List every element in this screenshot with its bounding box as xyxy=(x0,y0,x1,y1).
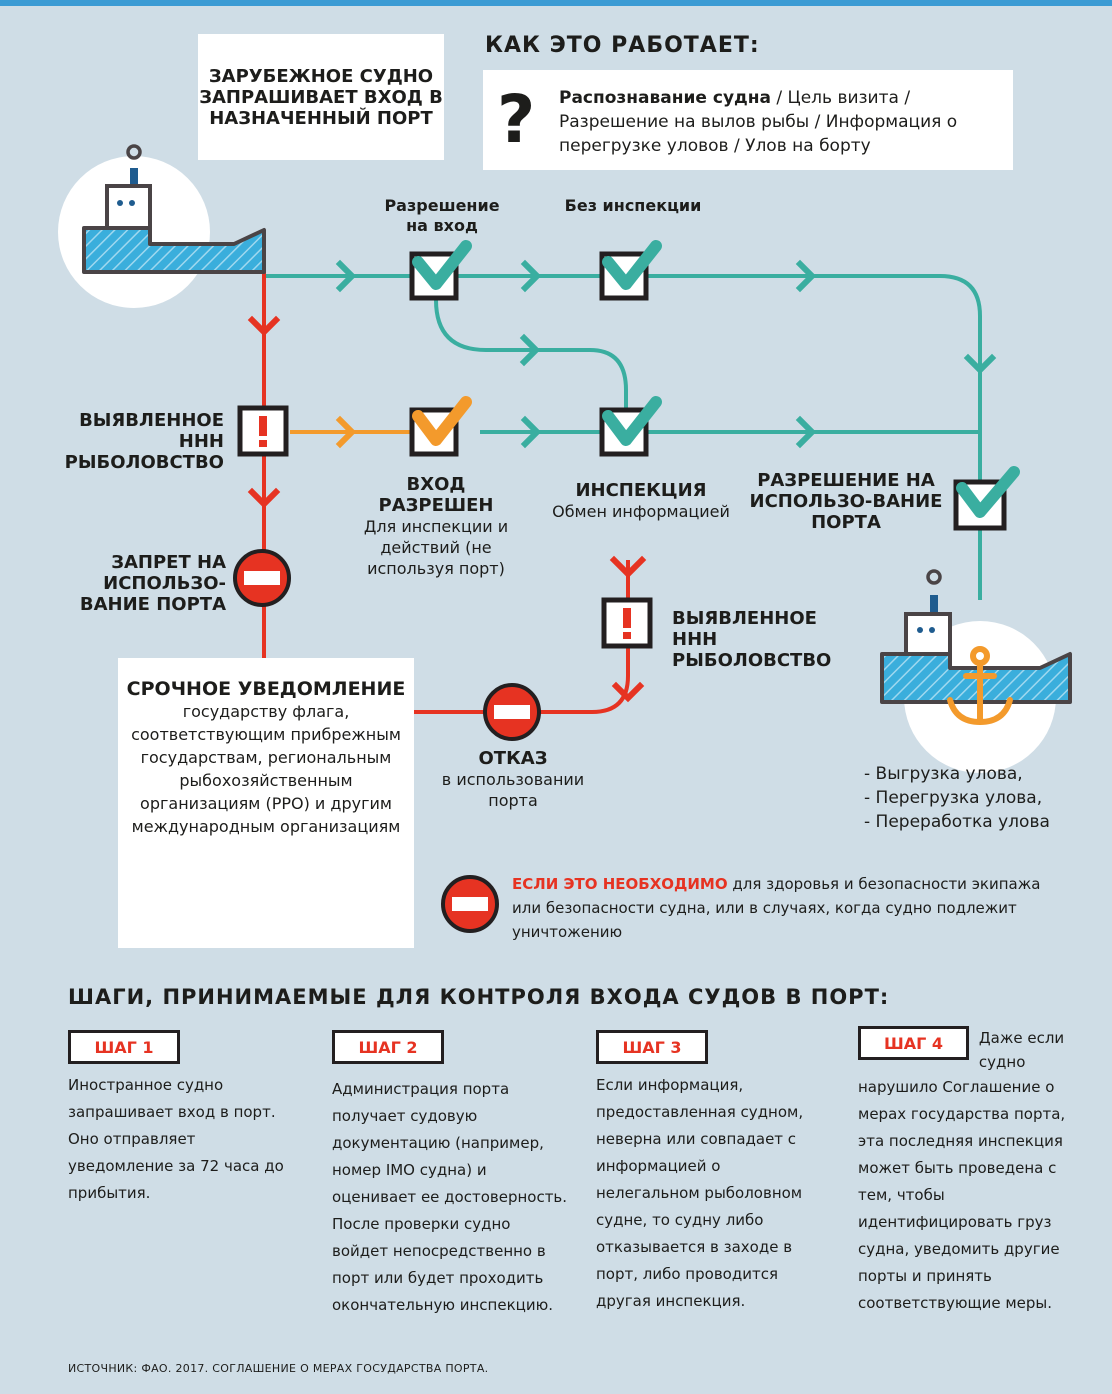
necessity-text: для здоровья и безопасности экипажа или … xyxy=(512,875,1041,941)
entry-permission-label: Разрешение на вход xyxy=(384,196,500,235)
check-no-inspection-icon xyxy=(599,240,662,301)
question-mark-icon: ? xyxy=(497,81,536,158)
entry-allowed: ВХОД РАЗРЕШЕН Для инспекции и действий (… xyxy=(356,474,516,579)
step-3-label: ШАГ 3 xyxy=(596,1030,708,1064)
port-actions-list: - Выгрузка улова, - Перегрузка улова, - … xyxy=(864,762,1050,834)
step-4: ШАГ 4 Даже если судно нарушило Соглашени… xyxy=(858,1026,1068,1317)
request-box: ЗАРУБЕЖНОЕ СУДНО ЗАПРАШИВАЕТ ВХОД В НАЗН… xyxy=(198,34,444,160)
urgent-notification-box: СРОЧНОЕ УВЕДОМЛЕНИЕ государству флага, с… xyxy=(118,658,414,948)
entry-allowed-title: ВХОД РАЗРЕШЕН xyxy=(378,474,494,516)
check-inspection-icon xyxy=(599,396,662,457)
necessity-bold: ЕСЛИ ЭТО НЕОБХОДИМО xyxy=(512,875,728,893)
info-box: ? Распознавание судна / Цель визита / Ра… xyxy=(483,70,1013,170)
source-note: ИСТОЧНИК: ФАО. 2017. СОГЛАШЕНИЕ О МЕРАХ … xyxy=(68,1362,489,1375)
port-ban-label: ЗАПРЕТ НА ИСПОЛЬЗО-ВАНИЕ ПОРТА xyxy=(79,552,226,615)
info-bold: Распознавание судна xyxy=(559,88,771,108)
step-2-text: Администрация порта получает судовую док… xyxy=(332,1080,568,1314)
port-action-item: - Выгрузка улова, xyxy=(864,764,1023,784)
step-3: ШАГ 3 Если информация, предоставленная с… xyxy=(596,1030,820,1315)
ship-icon xyxy=(58,144,266,308)
inspection-title: ИНСПЕКЦИЯ xyxy=(575,480,707,501)
iuu-label-2: ВЫЯВЛЕННОЕ ННН РЫБОЛОВСТВО xyxy=(672,608,832,671)
step-1: ШАГ 1 Иностранное судно запрашивает вход… xyxy=(68,1030,286,1207)
check-port-use-icon xyxy=(953,466,1020,531)
step-2: ШАГ 2 Администрация порта получает судов… xyxy=(332,1030,570,1319)
red-arrows xyxy=(247,315,647,703)
warning-icon xyxy=(237,405,289,457)
step-4-text: нарушило Соглашение о мерах государства … xyxy=(858,1078,1066,1312)
port-use-label: РАЗРЕШЕНИЕ НА ИСПОЛЬЗО-ВАНИЕ ПОРТА xyxy=(749,470,943,533)
inspection: ИНСПЕКЦИЯ Обмен информацией xyxy=(536,480,746,522)
port-action-item: - Переработка улова xyxy=(864,812,1050,832)
necessity-no-entry-icon xyxy=(441,875,499,933)
steps-title: ШАГИ, ПРИНИМАЕМЫЕ ДЛЯ КОНТРОЛЯ ВХОДА СУД… xyxy=(68,985,890,1009)
iuu-label: ВЫЯВЛЕННОЕ ННН РЫБОЛОВСТВО xyxy=(64,410,224,473)
port-action-item: - Перегрузка улова, xyxy=(864,788,1043,808)
orange-arrow xyxy=(335,415,357,449)
info-text: Распознавание судна / Цель визита / Разр… xyxy=(559,86,1007,158)
how-it-works-title: КАК ЭТО РАБОТАЕТ: xyxy=(485,33,760,58)
step-4-side-text: Даже если судно xyxy=(978,1029,1065,1071)
step-4-label: ШАГ 4 xyxy=(858,1026,969,1060)
refusal-no-entry-icon xyxy=(483,683,541,741)
necessity-note: ЕСЛИ ЭТО НЕОБХОДИМО для здоровья и безоп… xyxy=(512,872,1052,944)
step-1-label: ШАГ 1 xyxy=(68,1030,180,1064)
refusal: ОТКАЗ в использовании порта xyxy=(420,748,606,811)
refusal-text: в использовании порта xyxy=(441,770,585,810)
urgent-text: государству флага, соответствующим прибр… xyxy=(131,702,401,836)
urgent-title: СРОЧНОЕ УВЕДОМЛЕНИЕ xyxy=(126,678,406,700)
check-entry-allowed-icon xyxy=(409,396,472,457)
anchored-ship-icon xyxy=(880,569,1072,773)
step-3-text: Если информация, предоставленная судном,… xyxy=(596,1076,804,1310)
step-2-label: ШАГ 2 xyxy=(332,1030,444,1064)
request-text: ЗАРУБЕЖНОЕ СУДНО ЗАПРАШИВАЕТ ВХОД В НАЗН… xyxy=(199,65,443,129)
step-4-head: ШАГ 4 Даже если судно xyxy=(858,1026,1068,1074)
entry-allowed-text: Для инспекции и действий (не используя п… xyxy=(363,517,509,578)
info-rest: / Цель визита / Разрешение на вылов рыбы… xyxy=(559,88,958,156)
step-1-text: Иностранное судно запрашивает вход в пор… xyxy=(68,1076,284,1202)
teal-arrows xyxy=(335,259,997,449)
top-accent-bar xyxy=(0,0,1112,6)
no-entry-icon xyxy=(233,549,291,607)
check-entry-icon xyxy=(409,240,472,301)
no-inspection-label: Без инспекции xyxy=(564,196,702,215)
warning-icon-2 xyxy=(601,597,653,649)
refusal-title: ОТКАЗ xyxy=(478,748,548,769)
inspection-text: Обмен информацией xyxy=(552,502,730,521)
